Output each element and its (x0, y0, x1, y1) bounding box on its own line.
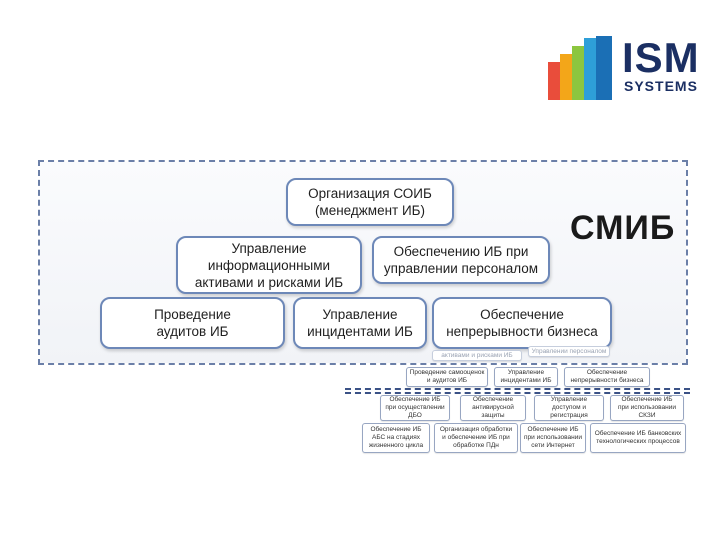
small-box: Обеспечение ИБ при осуществлении ДБО (380, 395, 450, 421)
box-incidents: Управление инцидентами ИБ (293, 297, 427, 349)
logo-subtitle: SYSTEMS (624, 78, 698, 94)
ism-logo-icon (548, 36, 612, 100)
small-box: Проведение самооценок и аудитов ИБ (406, 367, 488, 387)
dashed-separator (345, 388, 690, 390)
faded-box: Управлении персоналом (528, 346, 610, 357)
box-asset-risk-management: Управление информационными активами и ри… (176, 236, 362, 294)
box-business-continuity: Обеспечение непрерывности бизнеса (432, 297, 612, 349)
faded-box: активами и рисками ИБ (432, 350, 522, 361)
logo-name: ISM (622, 34, 700, 81)
small-box: Обеспечение ИБ при использовании сети Ин… (520, 423, 586, 453)
logo-bar-green (572, 46, 586, 100)
logo-bar-darkblue (596, 36, 612, 100)
small-box: Обеспечение ИБ при использовании СКЗИ (610, 395, 684, 421)
box-personnel-security: Обеспечению ИБ при управлении персоналом (372, 236, 550, 284)
small-box: Обеспечение ИБ АБС на стадиях жизненного… (362, 423, 430, 453)
small-box: Обеспечение ИБ банковских технологически… (590, 423, 686, 453)
dashed-separator (345, 392, 690, 394)
small-box: Обеспечение непрерывности бизнеса (564, 367, 650, 387)
smib-label: СМИБ (570, 209, 676, 247)
small-box: Организация обработки и обеспечение ИБ п… (434, 423, 518, 453)
small-box: Обеспечение антивирусной защиты (460, 395, 526, 421)
small-box: Управление доступом и регистрация (534, 395, 604, 421)
small-box: Управление инцидентами ИБ (494, 367, 558, 387)
box-audits: Проведение аудитов ИБ (100, 297, 285, 349)
logo-bar-red (548, 62, 562, 100)
logo-bar-orange (560, 54, 574, 100)
box-org-soib: Организация СОИБ (менеджмент ИБ) (286, 178, 454, 226)
logo-bar-blue (584, 38, 598, 100)
smib-frame (38, 160, 688, 365)
